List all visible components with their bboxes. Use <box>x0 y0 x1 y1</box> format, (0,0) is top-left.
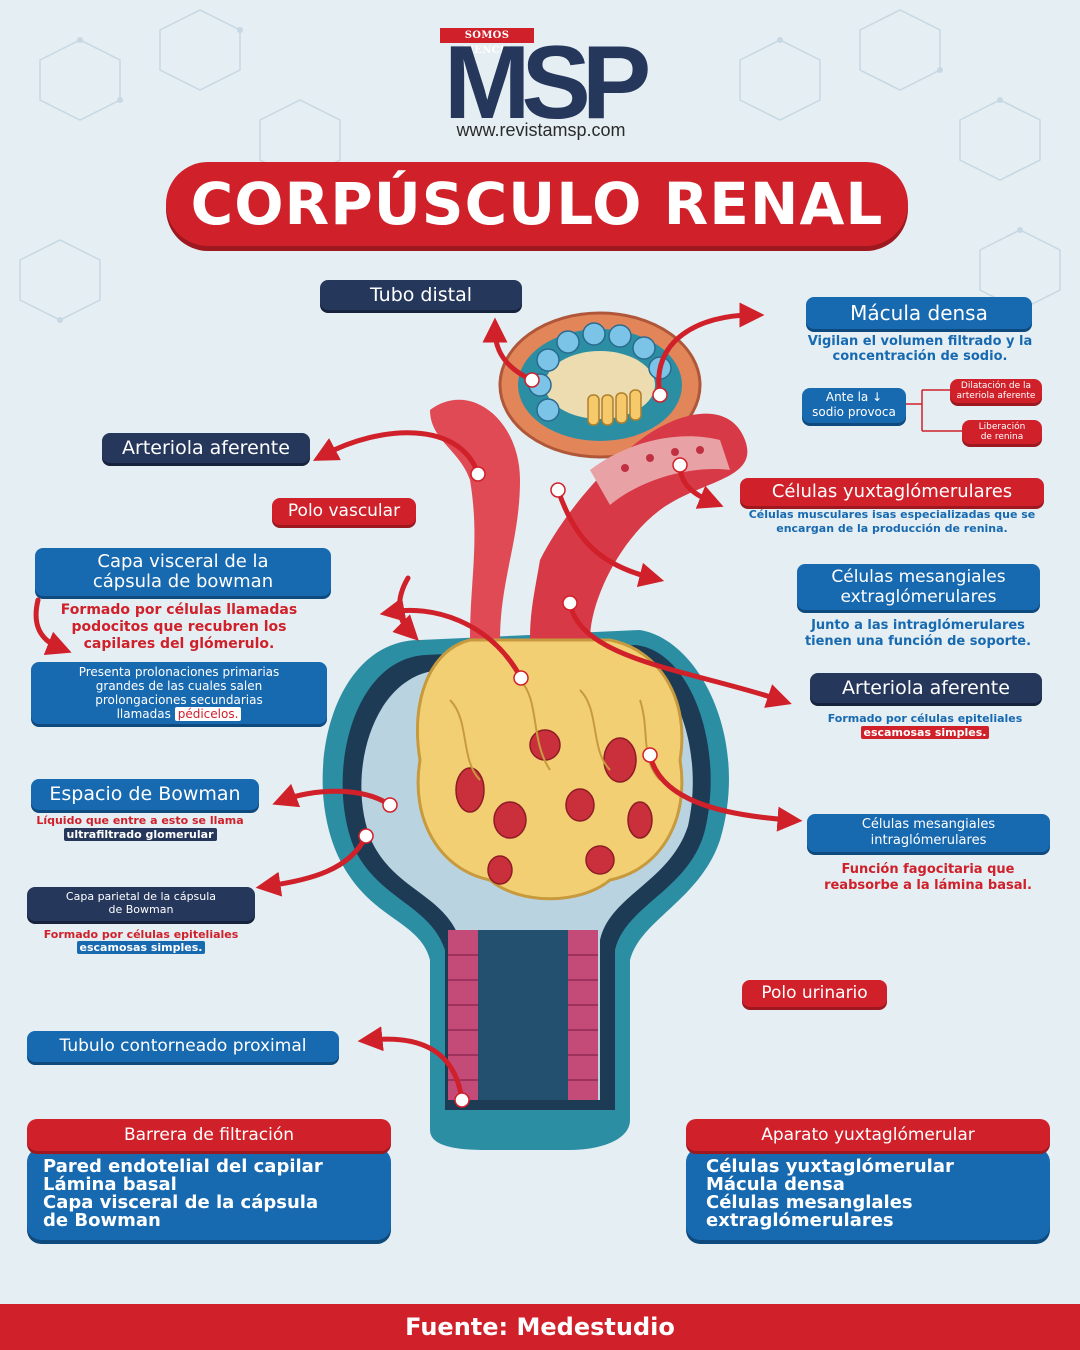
espacio-bowman-description: Líquido que entre a esto se llama ultraf… <box>36 814 244 841</box>
list-item: Pared endotelial del capilar <box>43 1156 323 1177</box>
footer-source: Fuente: Medestudio <box>0 1304 1080 1350</box>
celulas-yuxta-description: Células musculares isas especializadas q… <box>748 508 1036 535</box>
label-capa-parietal: Capa parietal de la cápsula de Bowman <box>27 887 255 921</box>
mesangiales-intra-description: Función fagocitaria que reabsorbe a la l… <box>824 862 1032 893</box>
label-celulas-yuxta: Células yuxtaglómerulares <box>740 478 1044 506</box>
label-ante-sodio: Ante la ↓ sodio provoca <box>802 388 906 423</box>
list-item: Células mesanglales <box>706 1192 913 1213</box>
aparato-list: Células yuxtaglómerular Mácula densa Cél… <box>686 1148 1050 1240</box>
arrow-mesangiales-intra <box>647 752 803 832</box>
label-arteriola-aferente-1: Arteriola aferente <box>102 433 310 463</box>
arteriola-aferente-2-description: Formado por células epiteliales escamosa… <box>827 712 1023 739</box>
arrow-capa-visceral <box>379 597 524 681</box>
label-tubo-distal: Tubo distal <box>320 280 522 310</box>
list-item: Células yuxtaglómerular <box>706 1156 954 1177</box>
macula-densa-description: Vigilan el volumen filtrado y la concent… <box>807 334 1033 364</box>
prolongaciones-box: Presenta prolonaciones primarias grandes… <box>31 662 327 724</box>
highlight-escamosas-2: escamosas simples. <box>76 941 206 954</box>
arrow-capa-visceral-desc <box>33 597 72 655</box>
label-mesangiales-extra: Células mesangiales extraglómerulares <box>797 564 1040 610</box>
label-mesangiales-intra: Células mesangiales intraglómerulares <box>807 814 1050 852</box>
arrow-capa-parietal <box>255 833 369 897</box>
list-item: Capa visceral de la cápsula <box>43 1192 319 1213</box>
distal-tubule <box>498 311 702 459</box>
brand-logo: MSP <box>443 25 651 141</box>
capa-parietal-description: Formado por células epiteliales escamosa… <box>43 928 239 954</box>
label-macula-densa: Mácula densa <box>806 297 1032 329</box>
arrow-capa-visceral-left <box>392 575 419 641</box>
list-item: extraglómerulares <box>706 1210 894 1231</box>
list-item: Mácula densa <box>706 1174 845 1195</box>
arrow-arteriola-aferente-1 <box>312 430 481 477</box>
label-dilatacion: Dilatación de la arteriola aferente <box>950 379 1042 403</box>
connector-lines <box>906 389 962 432</box>
label-tubulo-proximal: Tubulo contorneado proximal <box>27 1031 339 1062</box>
capa-visceral-description: Formado por células llamadas podocitos q… <box>60 602 298 652</box>
brand-url[interactable]: www.revistamsp.com <box>456 120 626 140</box>
aparato-title: Aparato yuxtaglómerular <box>686 1119 1050 1151</box>
barrera-list: Pared endotelial del capilar Lámina basa… <box>27 1148 391 1240</box>
highlight-ultrafiltrado: ultrafiltrado glomerular <box>63 828 217 841</box>
arrow-macula-densa <box>656 302 765 398</box>
barrera-title: Barrera de filtración <box>27 1119 391 1151</box>
arrow-mesangiales-extra <box>555 487 665 588</box>
arrow-espacio-bowman <box>272 783 393 808</box>
page-title: CORPÚSCULO RENAL <box>166 162 908 246</box>
mesangiales-extra-description: Junto a las intraglómerulares tienen una… <box>804 618 1032 649</box>
label-arteriola-aferente-2: Arteriola aferente <box>810 673 1042 703</box>
label-espacio-bowman: Espacio de Bowman <box>31 779 259 810</box>
label-polo-urinario: Polo urinario <box>742 980 887 1007</box>
arrow-arteriola-aferente-2 <box>567 600 792 708</box>
glomerulus <box>415 638 684 901</box>
list-item: Lámina basal <box>43 1174 177 1195</box>
label-liberacion: Liberación de renina <box>962 420 1042 444</box>
afferent-arteriole <box>430 399 748 640</box>
highlight-escamosas-1: escamosas simples. <box>860 726 990 739</box>
brand-tag: SOMOS CIENCIA <box>440 28 534 56</box>
arrow-tubulo-proximal <box>357 1026 465 1103</box>
label-polo-vascular: Polo vascular <box>272 498 416 525</box>
list-item: de Bowman <box>43 1210 161 1231</box>
highlight-pedicelos: pédicelos. <box>174 707 242 721</box>
label-capa-visceral: Capa visceral de la cápsula de bowman <box>35 548 331 596</box>
